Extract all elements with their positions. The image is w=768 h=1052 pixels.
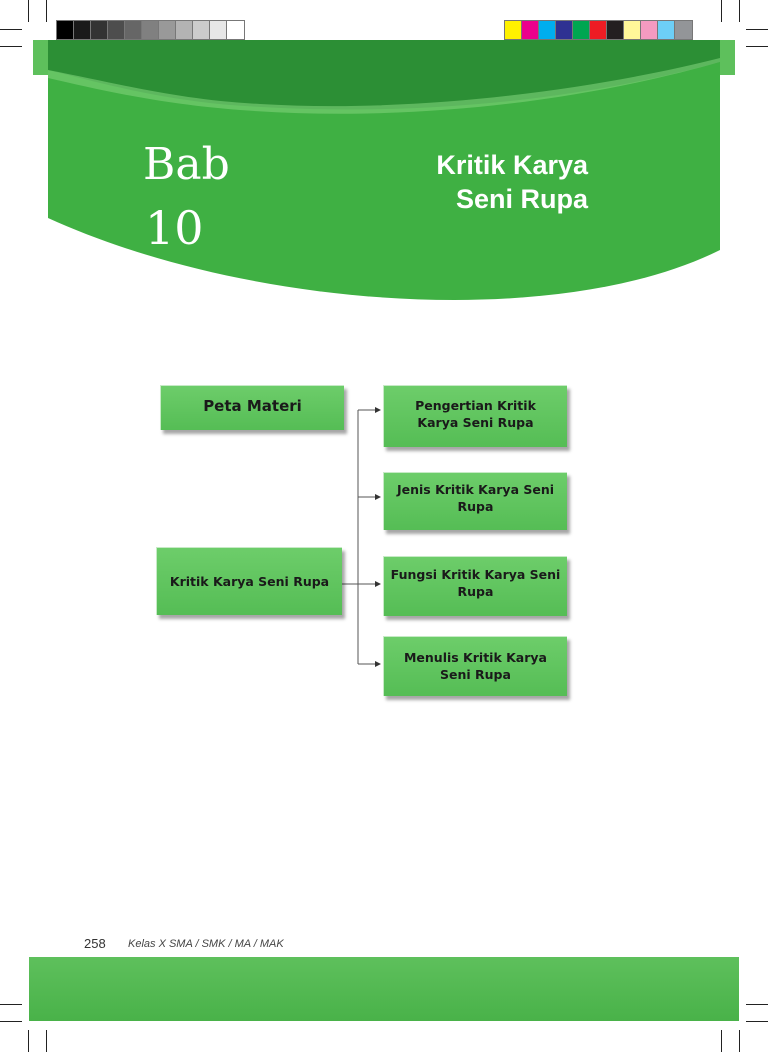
concept-root-box: Kritik Karya Seni Rupa	[156, 547, 342, 615]
color-swatch	[641, 21, 658, 39]
crop-mark	[0, 29, 22, 30]
page-number: 258	[84, 936, 106, 951]
concept-branch-2-line1: Jenis Kritik Karya Seni	[396, 481, 555, 497]
color-swatch	[590, 21, 607, 39]
color-swatch	[142, 21, 159, 39]
concept-branch-4-line1: Menulis Kritik Karya	[403, 649, 547, 665]
concept-branch-4-line2: Seni Rupa	[440, 666, 511, 682]
peta-materi-heading-text: Peta Materi	[203, 397, 302, 415]
chapter-title-line2: Seni Rupa	[455, 184, 588, 214]
color-swatch	[522, 21, 539, 39]
color-swatch	[573, 21, 590, 39]
color-swatch	[74, 21, 91, 39]
book-title: Kelas X SMA / SMK / MA / MAK	[128, 938, 284, 950]
chapter-title-line1: Kritik Karya	[436, 150, 588, 180]
color-swatch	[505, 21, 522, 39]
chapter-number: 10	[145, 201, 204, 255]
concept-branch-3-line2: Rupa	[457, 583, 494, 599]
crop-mark	[0, 46, 22, 47]
color-swatch	[91, 21, 108, 39]
color-swatch	[176, 21, 193, 39]
concept-branch-1-line1: Pengertian Kritik	[415, 397, 536, 413]
concept-branch-4: Menulis Kritik Karya Seni Rupa	[383, 636, 567, 696]
concept-branch-2-text: Jenis Kritik Karya Seni Rupa	[397, 481, 554, 515]
color-swatch	[125, 21, 142, 39]
color-swatch	[193, 21, 210, 39]
concept-branch-1-line2: Karya Seni Rupa	[417, 414, 534, 430]
chapter-header-band	[33, 40, 735, 300]
footer-band	[29, 957, 739, 1021]
color-swatch	[227, 21, 244, 39]
crop-mark	[0, 1021, 22, 1022]
concept-branch-3-text: Fungsi Kritik Karya Seni Rupa	[391, 566, 561, 600]
color-swatch	[159, 21, 176, 39]
crop-mark	[746, 29, 768, 30]
gray-swatch-strip	[56, 20, 245, 40]
crop-mark	[739, 0, 740, 22]
concept-branch-3-line1: Fungsi Kritik Karya Seni	[390, 566, 561, 582]
crop-mark	[28, 1030, 29, 1052]
crop-mark	[721, 0, 722, 22]
concept-branch-2: Jenis Kritik Karya Seni Rupa	[383, 472, 567, 530]
concept-root-text: Kritik Karya Seni Rupa	[169, 574, 330, 589]
color-swatch	[210, 21, 227, 39]
color-swatch-strip	[504, 20, 693, 40]
color-swatch	[556, 21, 573, 39]
color-swatch	[57, 21, 74, 39]
concept-branch-2-line2: Rupa	[457, 498, 494, 514]
crop-mark	[739, 1030, 740, 1052]
crop-mark	[721, 1030, 722, 1052]
crop-mark	[746, 1021, 768, 1022]
crop-mark	[46, 0, 47, 22]
color-swatch	[108, 21, 125, 39]
chapter-label: Bab	[143, 139, 230, 190]
color-swatch	[624, 21, 641, 39]
crop-mark	[46, 1030, 47, 1052]
concept-branch-4-text: Menulis Kritik Karya Seni Rupa	[404, 649, 547, 683]
chapter-title: Kritik Karya Seni Rupa	[360, 148, 588, 216]
peta-materi-heading: Peta Materi	[160, 385, 344, 430]
crop-mark	[746, 1004, 768, 1005]
crop-mark	[746, 46, 768, 47]
color-swatch	[607, 21, 624, 39]
crop-mark	[0, 1004, 22, 1005]
concept-branch-1-text: Pengertian Kritik Karya Seni Rupa	[415, 397, 536, 431]
crop-mark	[28, 0, 29, 22]
concept-branch-3: Fungsi Kritik Karya Seni Rupa	[383, 556, 567, 616]
color-swatch	[658, 21, 675, 39]
color-swatch	[675, 21, 692, 39]
color-swatch	[539, 21, 556, 39]
concept-branch-1: Pengertian Kritik Karya Seni Rupa	[383, 385, 567, 447]
